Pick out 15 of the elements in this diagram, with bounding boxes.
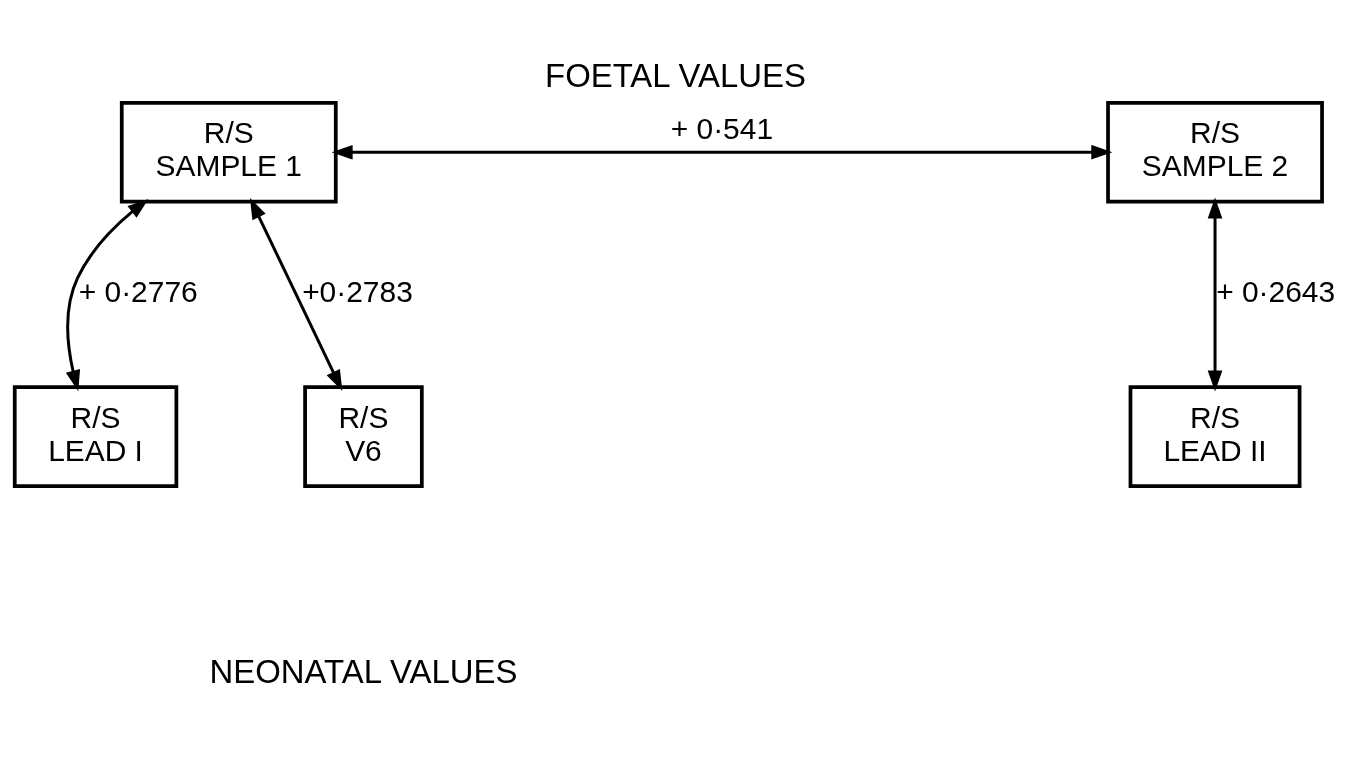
node-box: R/S LEAD II bbox=[1128, 384, 1302, 488]
arrow bbox=[249, 197, 343, 391]
edge-label: + 0·541 bbox=[670, 111, 774, 145]
edge-label: + 0·2643 bbox=[1216, 274, 1336, 308]
node-box: R/S V6 bbox=[303, 384, 424, 488]
node-box: R/S LEAD I bbox=[12, 384, 179, 488]
arrow bbox=[1207, 197, 1223, 391]
node-box: R/S SAMPLE 1 bbox=[119, 100, 338, 204]
arrow bbox=[65, 198, 149, 391]
caption: NEONATAL VALUES bbox=[209, 652, 518, 690]
edge-label: +0·2783 bbox=[302, 274, 413, 308]
edge-label: + 0·2776 bbox=[78, 274, 198, 308]
arrow bbox=[331, 144, 1113, 160]
node-box: R/S SAMPLE 2 bbox=[1106, 100, 1324, 204]
diagram-title: FOETAL VALUES bbox=[545, 56, 806, 94]
